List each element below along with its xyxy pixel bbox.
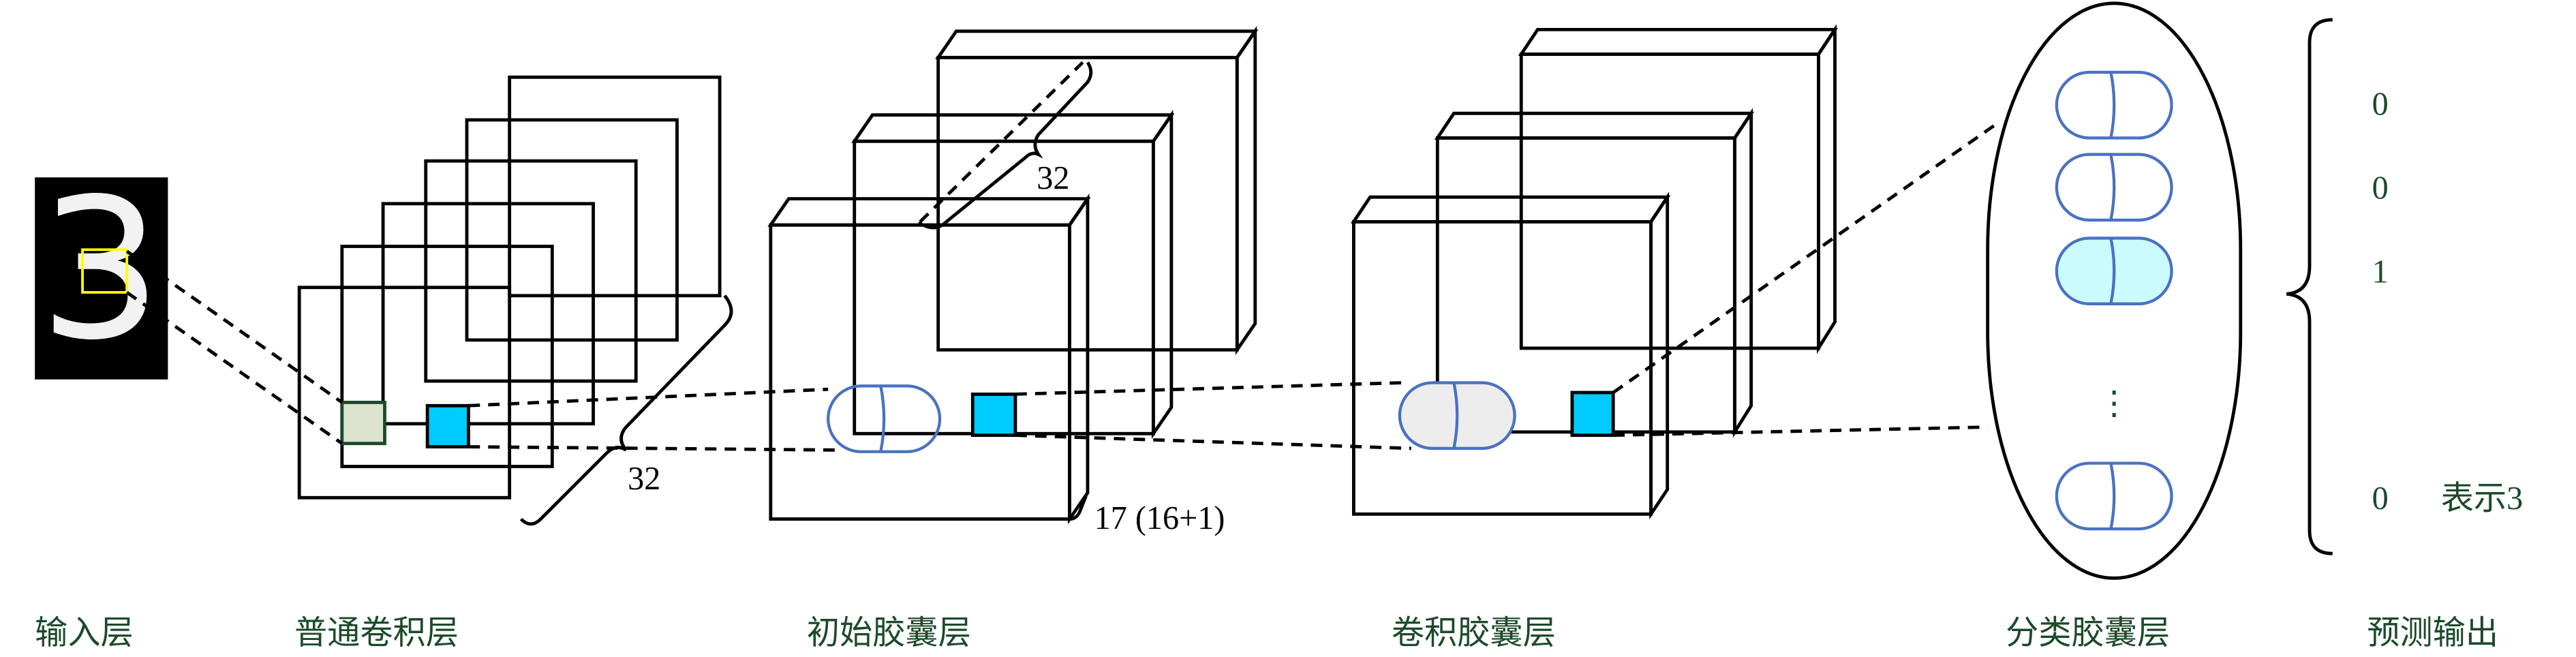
label-conv-layer: 普通卷积层 [294,614,459,652]
receptive-field-box [81,248,129,294]
receptive-field-square [340,401,386,446]
output-brace [2286,18,2333,555]
output-value: 0 [2372,87,2389,123]
label-conv-capsule-layer: 卷积胶囊层 [1392,614,1556,652]
kernel-square [1570,391,1615,438]
connection-line [1613,425,1988,438]
kernel-square [425,403,470,448]
output-value: 0 [2372,170,2389,207]
capsule-block-front [1350,192,1671,520]
feature-map [424,159,638,383]
input-image: 3 [35,157,168,383]
capsule-icon [2055,461,2173,531]
primary-capsule-stack: 32 17 (16+1) [767,26,1259,536]
connection-line [468,445,837,452]
input-digit: 3 [39,157,162,383]
capsule-icon [1398,381,1516,450]
capsule-dim-label: 17 (16+1) [1094,500,1225,536]
output-value: 0 [2372,480,2389,517]
conv-layer-stack: 32 [297,75,733,526]
label-input-layer: 输入层 [35,614,134,652]
ellipsis: ⋮ [2098,384,2130,422]
connection-line [468,387,829,408]
depth-brace [918,61,1093,230]
kernel-square [970,392,1017,438]
active-capsule-icon [2055,236,2173,306]
depth-brace [519,294,733,526]
primary-depth-label: 32 [1037,160,1069,196]
conv-capsule-stack [1350,24,1839,520]
label-class-capsule-layer: 分类胶囊层 [2006,614,2170,652]
feature-map [465,118,679,342]
capsule-container [1986,1,2243,580]
connection-line [1015,381,1403,396]
output-value: 1 [2372,254,2389,290]
capsule-icon [827,384,942,453]
connection-line [1612,121,1999,394]
capsule-icon [2055,70,2173,140]
capsule-icon [2055,153,2173,222]
connection-line [125,291,343,445]
prediction-output: 0 0 1 0 表示3 [2286,18,2523,555]
dim-brace [1069,495,1088,521]
feature-map [340,245,554,468]
capsule-block [1518,24,1839,354]
connection-line [125,249,343,404]
conv-depth-label: 32 [628,461,660,497]
class-capsule-layer: ⋮ [1986,1,2243,580]
label-primary-capsule-layer: 初始胶囊层 [807,614,971,652]
feature-map-front [297,286,512,500]
capsule-block-front [767,193,1091,525]
feature-map [381,202,595,426]
feature-map [508,75,722,298]
label-prediction-output: 预测输出 [2367,614,2498,652]
connection-line [1015,433,1411,450]
output-note: 表示3 [2441,480,2523,517]
